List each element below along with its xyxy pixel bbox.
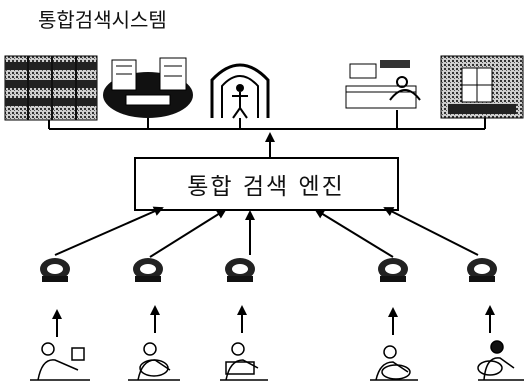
reading-figure-image — [210, 63, 270, 119]
engine-label: 통합 검색 엔진 — [187, 174, 345, 200]
terminal-icon — [467, 258, 497, 282]
search-engine-box: 통합 검색 엔진 — [134, 157, 399, 211]
user-icon — [128, 342, 180, 381]
terminal-icon — [378, 258, 408, 282]
terminal-icon — [40, 258, 70, 282]
terminal-icon — [133, 258, 163, 282]
user-icon — [477, 340, 524, 381]
user-icon — [30, 342, 90, 381]
user-icon — [370, 345, 418, 381]
terminal-icon — [225, 258, 255, 282]
room-interior-image — [440, 55, 524, 119]
user-icon — [220, 342, 268, 381]
library-desk-image — [103, 57, 193, 118]
top-resources — [4, 55, 524, 121]
terminal-arrows — [54, 206, 479, 258]
users — [30, 340, 524, 381]
resource-bus — [48, 110, 486, 158]
user-arrows — [52, 305, 495, 337]
office-desk-image — [345, 60, 421, 109]
diagram-title: 통합검색시스템 — [38, 8, 167, 32]
bookshelf-image — [4, 55, 98, 121]
terminals — [40, 258, 497, 282]
